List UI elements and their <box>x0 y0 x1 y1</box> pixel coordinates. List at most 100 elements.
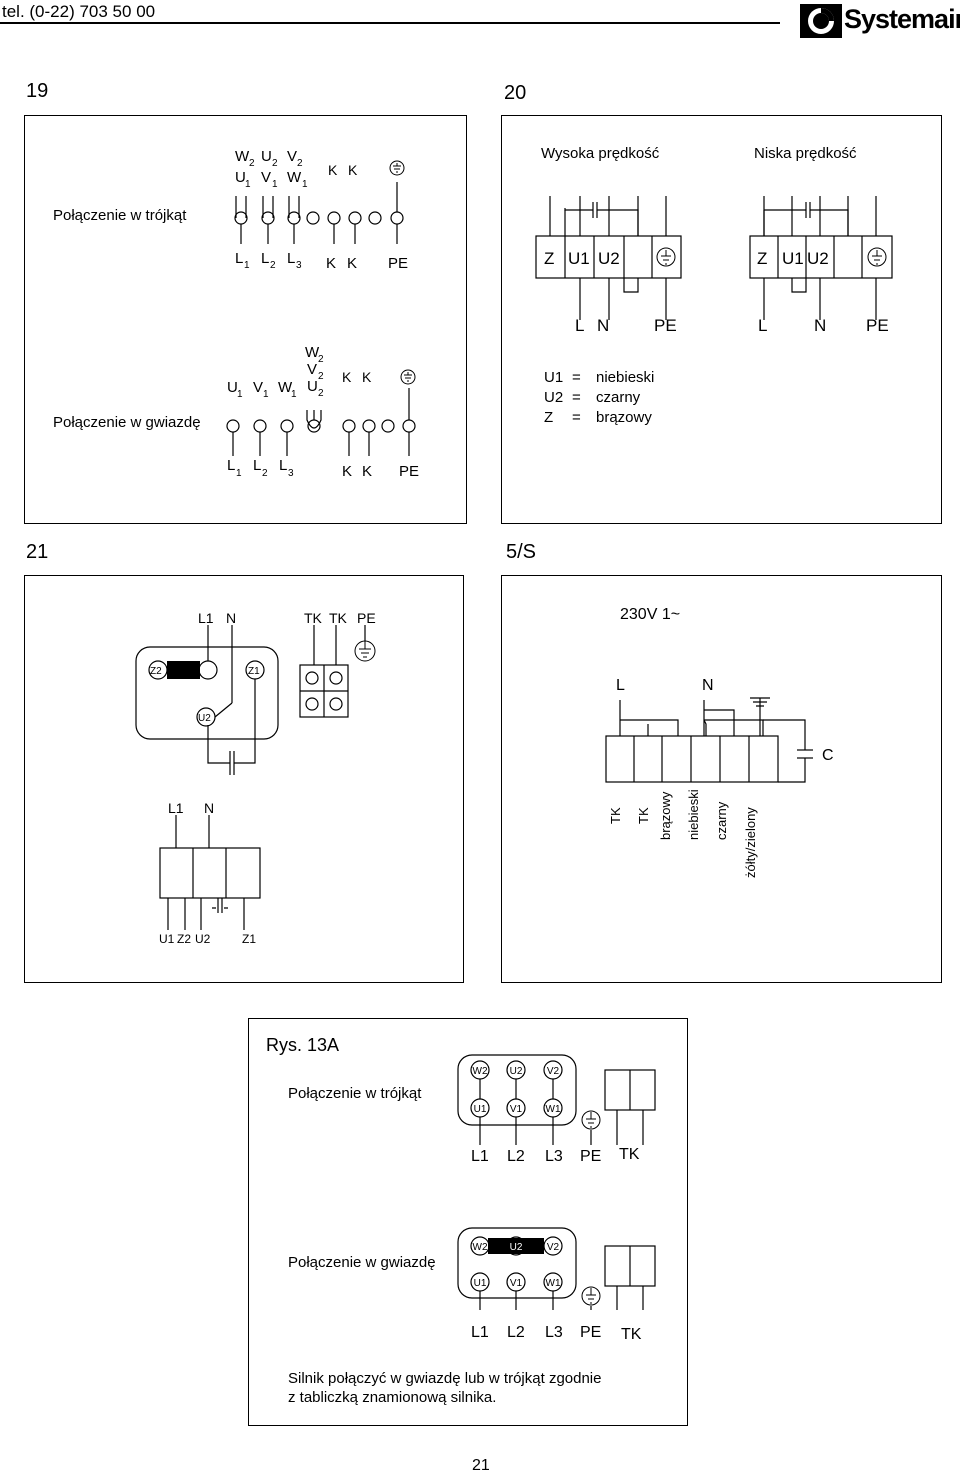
fig20-number: 20 <box>504 82 527 104</box>
label-u1: U1 <box>159 932 175 946</box>
svg-text:K: K <box>362 463 372 480</box>
label-pe: PE <box>580 1148 602 1165</box>
svg-text:1: 1 <box>291 389 297 400</box>
fig19-number: 19 <box>26 80 49 102</box>
mains-n: N <box>597 316 610 335</box>
label-l3: L3 <box>545 1324 563 1341</box>
svg-text:V2: V2 <box>547 1066 560 1077</box>
svg-text:L: L <box>235 250 243 267</box>
fig5s-diagram <box>605 697 813 783</box>
ground-icon <box>656 247 676 267</box>
svg-text:W1: W1 <box>546 1278 561 1289</box>
terminal-u2: U2 <box>198 713 211 724</box>
svg-text:2: 2 <box>262 468 268 479</box>
label-l1: L1 <box>168 800 184 816</box>
fig20-diagram: Z U1 U2 Z U1 U2 <box>535 196 893 320</box>
svg-text:1: 1 <box>302 179 308 190</box>
svg-text:1: 1 <box>237 389 243 400</box>
svg-text:L: L <box>279 457 287 474</box>
logo-mark-icon <box>800 4 842 38</box>
svg-text:2: 2 <box>318 354 324 365</box>
svg-text:K: K <box>348 162 358 178</box>
label-n: N <box>204 800 215 816</box>
fig21-diagram: Z2 U1 Z1 U2 <box>135 625 376 930</box>
svg-text:U1: U1 <box>474 1104 487 1115</box>
svg-text:K: K <box>362 369 372 385</box>
rys13a-note-line2: z tabliczką znamionową silnika. <box>288 1389 497 1406</box>
svg-text:V: V <box>287 148 297 165</box>
svg-text:L: L <box>253 457 261 474</box>
high-speed-label: Wysoka prędkość <box>541 145 660 162</box>
label-pe: PE <box>580 1324 602 1341</box>
mains-l: L <box>575 316 585 335</box>
svg-text:1: 1 <box>236 468 242 479</box>
fig19-delta-label: Połączenie w trójkąt <box>53 207 187 224</box>
ground-icon <box>581 1110 601 1130</box>
svg-text:1: 1 <box>263 389 269 400</box>
supply-label: 230V 1~ <box>620 606 681 623</box>
svg-text:2: 2 <box>270 260 276 271</box>
fig21-number: 21 <box>26 541 49 563</box>
svg-text:V2: V2 <box>547 1242 560 1253</box>
wire-label-blue: niebieski <box>686 789 701 840</box>
svg-text:K: K <box>328 162 338 178</box>
terminal-u1: U1 <box>200 666 213 677</box>
label-l1: L1 <box>471 1324 489 1341</box>
svg-text:V: V <box>261 169 271 186</box>
label-n: N <box>226 610 237 626</box>
label-tk: TK <box>329 610 347 626</box>
terminal-z1: Z1 <box>248 666 260 677</box>
label-l2: L2 <box>507 1324 525 1341</box>
svg-text:2: 2 <box>297 158 303 169</box>
svg-text:PE: PE <box>388 255 408 272</box>
fig20-panel <box>501 115 942 524</box>
svg-text:U: U <box>307 378 318 395</box>
svg-text:U: U <box>235 169 246 186</box>
rys13a-panel <box>248 1018 688 1426</box>
svg-text:L: L <box>227 457 235 474</box>
rys13a-delta-label: Połączenie w trójkąt <box>288 1085 422 1102</box>
label-tk: TK <box>621 1326 642 1343</box>
svg-text:L: L <box>261 250 269 267</box>
ground-icon <box>867 247 887 267</box>
svg-text:1: 1 <box>245 179 251 190</box>
svg-text:2: 2 <box>318 388 324 399</box>
star-link-bar <box>488 1238 544 1254</box>
label-l2: L2 <box>507 1148 525 1165</box>
wire-label-brown: brązowy <box>658 791 673 840</box>
svg-text:K: K <box>342 463 352 480</box>
mains-n: N <box>702 677 714 694</box>
svg-text:1: 1 <box>244 260 250 271</box>
mains-pe: PE <box>866 316 889 335</box>
svg-text:W: W <box>287 169 302 186</box>
label-tk: TK <box>304 610 322 626</box>
label-tk: TK <box>619 1146 640 1163</box>
svg-text:U1: U1 <box>474 1278 487 1289</box>
svg-text:PE: PE <box>399 463 419 480</box>
rys13a-title: Rys. 13A <box>266 1035 340 1055</box>
label-l3: L3 <box>545 1148 563 1165</box>
terminal-u2: U2 <box>807 249 829 268</box>
wire-label-tk: TK <box>608 807 623 824</box>
page-number: 21 <box>472 1457 490 1474</box>
svg-text:K: K <box>347 255 357 272</box>
svg-text:U2: U2 <box>510 1242 523 1253</box>
mains-n: N <box>814 316 827 335</box>
svg-text:2: 2 <box>249 158 255 169</box>
svg-text:W: W <box>278 379 293 396</box>
svg-text:V1: V1 <box>510 1104 523 1115</box>
mains-l: L <box>616 677 625 694</box>
label-u2: U2 <box>195 932 211 946</box>
terminal-z: Z <box>757 249 767 268</box>
mains-l: L <box>758 316 768 335</box>
ground-icon <box>400 369 416 385</box>
svg-text:U: U <box>227 379 238 396</box>
systemair-logo: Systemair <box>798 2 960 40</box>
terminal-u1: U1 <box>568 249 590 268</box>
label-z1: Z1 <box>242 932 257 946</box>
svg-text:U2: U2 <box>510 1066 523 1077</box>
label-l1: L1 <box>471 1148 489 1165</box>
ground-icon <box>354 640 376 662</box>
fig5s-number: 5/S <box>506 541 537 563</box>
